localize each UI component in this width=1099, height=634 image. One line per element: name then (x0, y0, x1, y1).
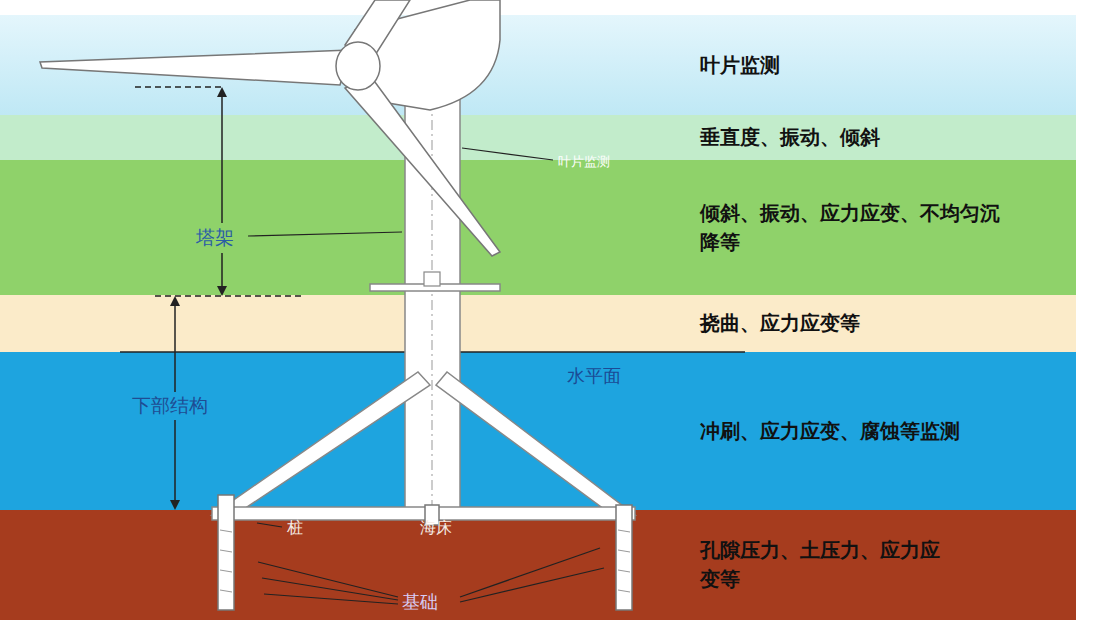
leader-line (257, 523, 282, 527)
leader-line (262, 578, 398, 600)
leader-line (460, 568, 604, 602)
part-label: 基础 (400, 590, 440, 614)
monitoring-item: 冲刷、应力应变、腐蚀等监测 (700, 417, 1040, 446)
dimension-line (174, 420, 176, 508)
arrow-head (217, 286, 227, 296)
leader-line (460, 548, 600, 597)
monitoring-item: 孔隙压力、土压力、应力应变等 (700, 536, 950, 594)
monitoring-item: 叶片监测 (700, 51, 1000, 80)
part-label: 塔架 (194, 225, 236, 251)
hub (336, 42, 380, 90)
platform-door (424, 272, 440, 286)
water-label: 水平面 (565, 364, 623, 388)
brace (436, 372, 635, 515)
dimension-line (221, 90, 223, 223)
blade (345, 78, 500, 256)
leader-line (264, 594, 398, 604)
pile (218, 495, 234, 610)
monitoring-item: 挠曲、应力应变等 (700, 309, 1000, 338)
leader-line (248, 232, 402, 236)
arrow-head (170, 296, 180, 306)
blade (40, 50, 350, 85)
part-label: 下部结构 (130, 393, 210, 419)
monitoring-band: 挠曲、应力应变等 (0, 295, 1076, 352)
monitoring-item: 倾斜、振动、应力应变、不均匀沉降等 (700, 199, 1000, 257)
monitoring-band: 冲刷、应力应变、腐蚀等监测 (0, 352, 1076, 510)
pile-marks (220, 530, 630, 592)
dimension-line (155, 295, 305, 297)
monitoring-band: 孔隙压力、土压力、应力应变等 (0, 510, 1076, 620)
callout-label: 叶片监测 (556, 153, 612, 171)
monitoring-band: 倾斜、振动、应力应变、不均匀沉降等 (0, 160, 1076, 295)
arrow-head (217, 87, 227, 97)
part-label: 桩 (285, 518, 305, 539)
pile (616, 505, 632, 610)
monitoring-item: 垂直度、振动、倾斜 (700, 123, 1000, 152)
leader-line (462, 148, 553, 160)
arrow-head (170, 500, 180, 510)
leader-line (258, 562, 398, 597)
monitoring-band: 垂直度、振动、倾斜 (0, 115, 1076, 160)
dimension-line (174, 298, 176, 392)
brace (212, 372, 430, 515)
seabed-label: 海床 (418, 518, 454, 539)
dimension-line (135, 86, 225, 88)
